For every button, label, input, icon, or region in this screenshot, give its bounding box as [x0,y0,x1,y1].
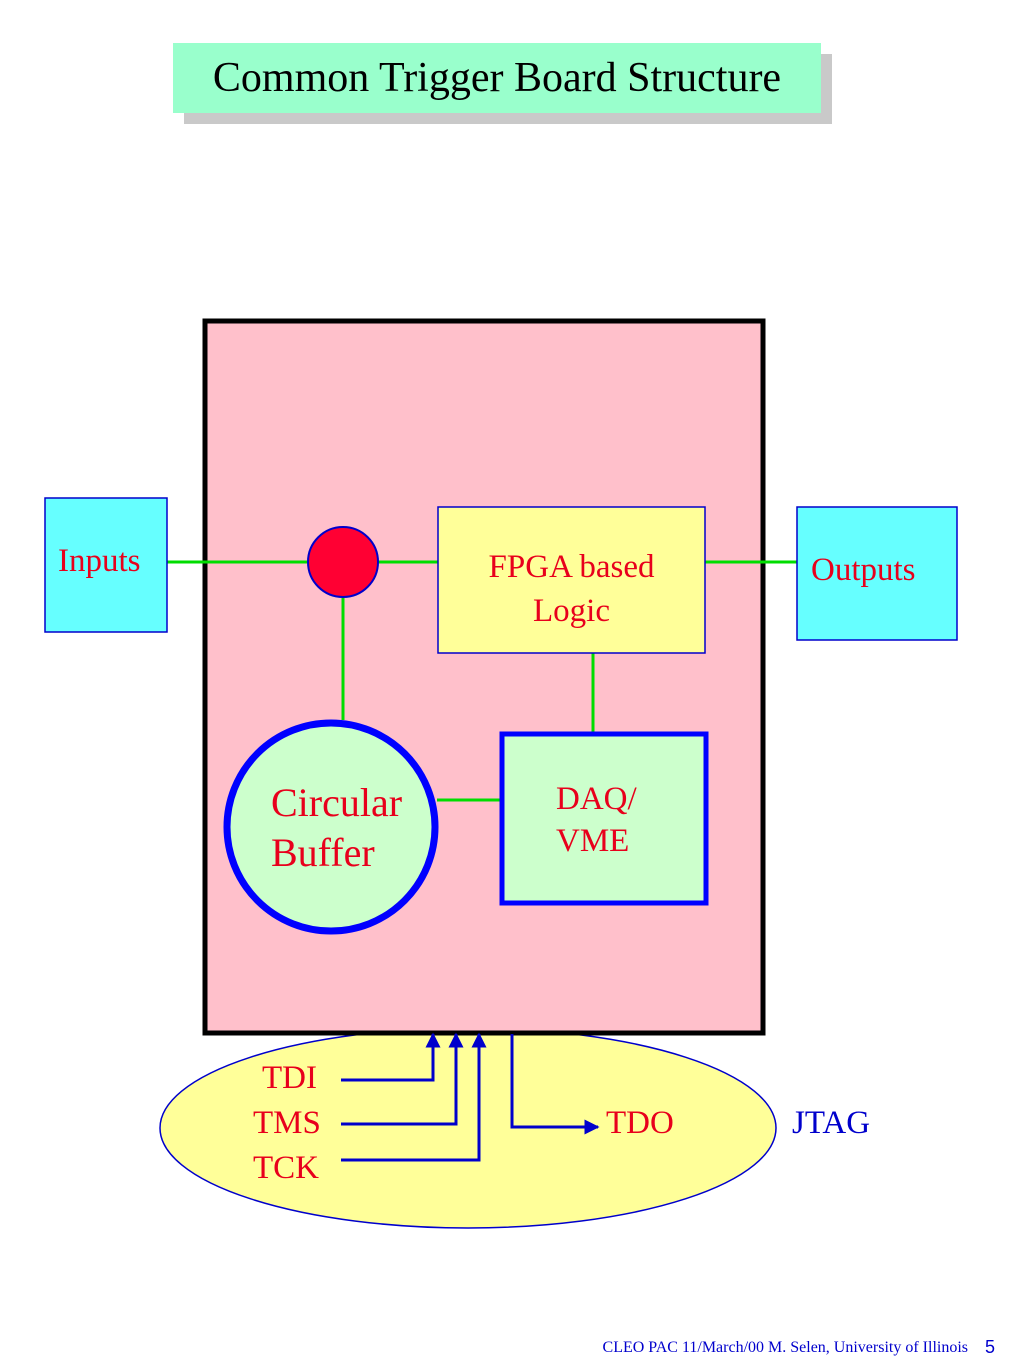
tdo-wire [510,1034,600,1135]
outputs-box [796,506,958,641]
tdo-label: TDO [606,1105,674,1141]
junction-node [307,526,379,598]
buffer-label: Circular Buffer [271,778,402,878]
inputs-box [44,497,168,633]
outputs-label: Outputs [811,552,916,588]
page-title: Common Trigger Board Structure [212,55,782,101]
buffer-label-line1: Circular [271,780,403,825]
footer-credit: CLEO PAC 11/March/00 M. Selen, Universit… [602,1339,968,1356]
jtag-label: JTAG [792,1105,871,1141]
fpga-label-line1: FPGA based [488,549,655,585]
tdi-label: TDI [262,1060,317,1096]
inputs-label: Inputs [58,543,141,579]
fpga-label: FPGA based Logic [438,545,705,633]
daq-label-line2: VME [556,823,630,859]
fpga-box [437,506,706,654]
title-box: Common Trigger Board Structure [173,43,821,113]
fpga-label-line2: Logic [533,593,610,629]
tms-wire [341,1032,464,1126]
tms-label: TMS [253,1105,321,1141]
tck-wire [341,1032,487,1162]
buffer-label-line2: Buffer [271,830,375,875]
tck-label: TCK [253,1150,319,1186]
trigger-board [202,318,766,1036]
circular-buffer [223,719,439,935]
daq-label: DAQ/ VME [556,778,637,862]
page-number: 5 [985,1337,996,1357]
bus-lines [167,560,797,802]
tdi-wire [341,1032,441,1082]
daq-label-line1: DAQ/ [556,781,637,817]
daq-vme-box [499,731,709,906]
